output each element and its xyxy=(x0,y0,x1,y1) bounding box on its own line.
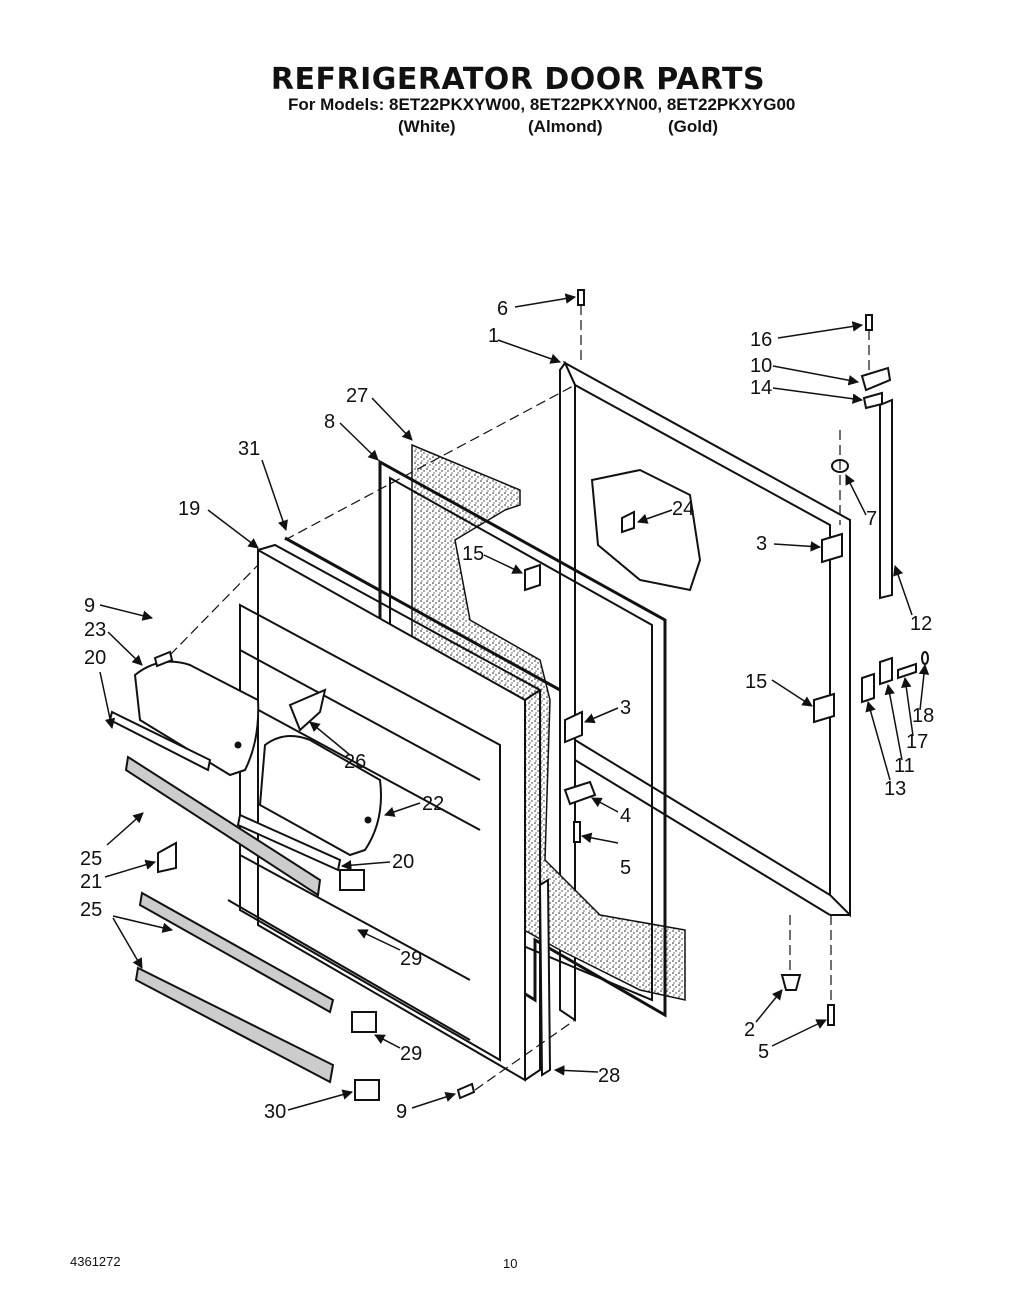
finish-almond: (Almond) xyxy=(528,117,603,136)
finish-gold: (Gold) xyxy=(668,117,719,136)
washer-2 xyxy=(780,974,802,991)
callout-9a: 9 xyxy=(84,595,95,617)
callout-3b: 3 xyxy=(620,697,631,719)
cutaway-24 xyxy=(590,468,702,592)
callout-19: 19 xyxy=(178,498,200,520)
bracket-3b xyxy=(564,710,583,744)
door-bar-25b xyxy=(138,891,335,1014)
callout-5b: 5 xyxy=(758,1041,769,1063)
spacer-17 xyxy=(897,662,917,680)
callout-6: 6 xyxy=(497,298,508,320)
callout-5a: 5 xyxy=(620,857,631,879)
callout-30: 30 xyxy=(264,1101,286,1123)
shelf-retainer-20a xyxy=(108,710,212,772)
screw-5a xyxy=(573,821,581,843)
callout-4: 4 xyxy=(620,805,631,827)
bin-support-26 xyxy=(288,688,327,732)
callout-12: 12 xyxy=(910,613,932,635)
screw-5b xyxy=(827,1004,835,1026)
shelf-retainer-20b xyxy=(236,813,342,872)
bar-cap-29b xyxy=(351,1011,377,1033)
callout-1: 1 xyxy=(488,325,499,347)
hinge-block-11 xyxy=(879,656,893,686)
callout-15b: 15 xyxy=(745,671,767,693)
page-title: REFRIGERATOR DOOR PARTS xyxy=(270,62,766,97)
callout-16: 16 xyxy=(750,329,772,351)
callout-11: 11 xyxy=(894,755,915,777)
door-bar-25c xyxy=(134,966,335,1084)
callout-26: 26 xyxy=(344,751,366,773)
callout-22: 22 xyxy=(422,793,444,815)
callout-9b: 9 xyxy=(396,1101,407,1123)
bracket-21 xyxy=(157,841,177,874)
callout-31: 31 xyxy=(238,438,260,460)
shelf-trim-31 xyxy=(284,536,561,692)
hinge-10 xyxy=(860,366,892,392)
part-number: 4361272 xyxy=(70,1254,121,1269)
callout-25b: 25 xyxy=(80,899,102,921)
callout-labels: 6 1 27 8 31 19 9 23 20 15 24 16 10 14 7 … xyxy=(80,298,934,1123)
callout-17: 17 xyxy=(906,731,928,753)
screw-16 xyxy=(865,314,873,331)
callout-8: 8 xyxy=(324,411,335,433)
screw-6 xyxy=(577,289,585,306)
bushing-4 xyxy=(563,780,597,806)
callout-21: 21 xyxy=(80,871,102,893)
bracket-15a xyxy=(524,563,541,592)
callout-25a: 25 xyxy=(80,848,102,870)
callout-20a: 20 xyxy=(84,647,106,669)
breaker-strip-28 xyxy=(538,878,552,1077)
callout-23: 23 xyxy=(84,619,106,641)
callout-27: 27 xyxy=(346,385,368,407)
screw-9a xyxy=(153,650,174,668)
finish-white: (White) xyxy=(398,117,456,136)
callout-7: 7 xyxy=(866,508,877,530)
models-line: For Models: 8ET22PKXYW00, 8ET22PKXYN00, … xyxy=(288,95,796,114)
callout-10: 10 xyxy=(750,355,772,377)
callout-15a: 15 xyxy=(462,543,484,565)
callout-18: 18 xyxy=(912,705,934,727)
callout-29b: 29 xyxy=(400,1043,422,1065)
hinge-bracket-15b xyxy=(813,692,835,724)
callout-13: 13 xyxy=(884,778,906,800)
bar-cap-30 xyxy=(354,1079,380,1101)
door-bin-22 xyxy=(258,735,382,857)
callout-24: 24 xyxy=(672,498,694,520)
door-bar-25a xyxy=(124,755,322,897)
hinge-bracket-3a xyxy=(821,532,843,564)
callout-29a: 29 xyxy=(400,948,422,970)
callout-20b: 20 xyxy=(392,851,414,873)
nut-18 xyxy=(921,651,929,665)
callout-3a: 3 xyxy=(756,533,767,555)
hinge-block-13 xyxy=(861,672,875,704)
callout-28: 28 xyxy=(598,1065,620,1087)
screw-9b xyxy=(456,1082,476,1100)
hinge-pin-12 xyxy=(879,398,893,600)
page-number: 10 xyxy=(503,1256,518,1271)
callout-2: 2 xyxy=(744,1019,755,1041)
callout-14: 14 xyxy=(750,377,772,399)
door-outer-panel xyxy=(559,360,851,1022)
bar-cap-29a xyxy=(339,869,365,891)
